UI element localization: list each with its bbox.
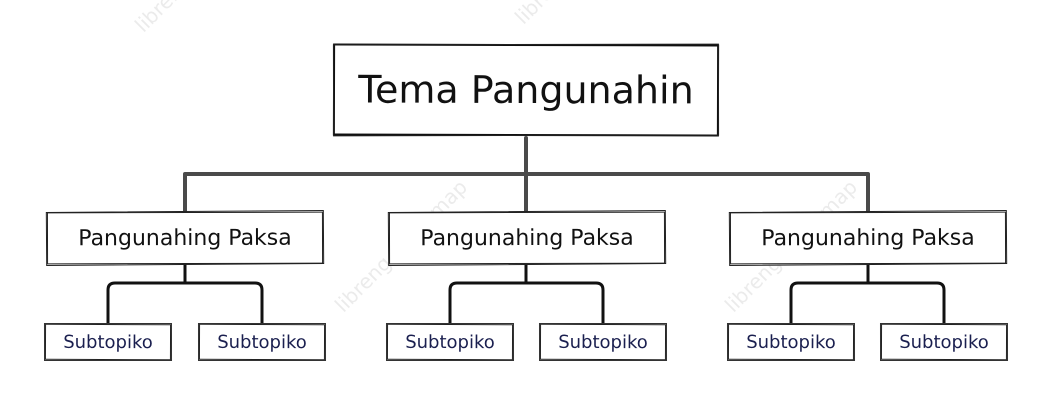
- subtopic-2-2[interactable]: Subtopiko: [539, 323, 667, 361]
- watermark: libreng mind map: [130, 0, 272, 37]
- main-topic-1[interactable]: Pangunahing Paksa: [46, 211, 324, 265]
- subtopic-3-1[interactable]: Subtopiko: [727, 323, 855, 361]
- connector-root-bar: [183, 172, 870, 214]
- watermark: libreng mind map: [510, 0, 652, 29]
- main-topic-3[interactable]: Pangunahing Paksa: [729, 211, 1007, 265]
- connector-branch-1-bar: [448, 281, 605, 326]
- connector-branch-2-bar: [789, 281, 946, 326]
- subtopic-1-1[interactable]: Subtopiko: [44, 323, 172, 361]
- subtopic-1-2[interactable]: Subtopiko: [198, 323, 326, 361]
- connector-branch-0-bar: [106, 281, 264, 326]
- subtopic-3-2[interactable]: Subtopiko: [880, 323, 1008, 361]
- subtopic-2-1[interactable]: Subtopiko: [386, 323, 514, 361]
- main-topic-2[interactable]: Pangunahing Paksa: [388, 211, 666, 265]
- central-topic[interactable]: Tema Pangunahin: [332, 43, 720, 137]
